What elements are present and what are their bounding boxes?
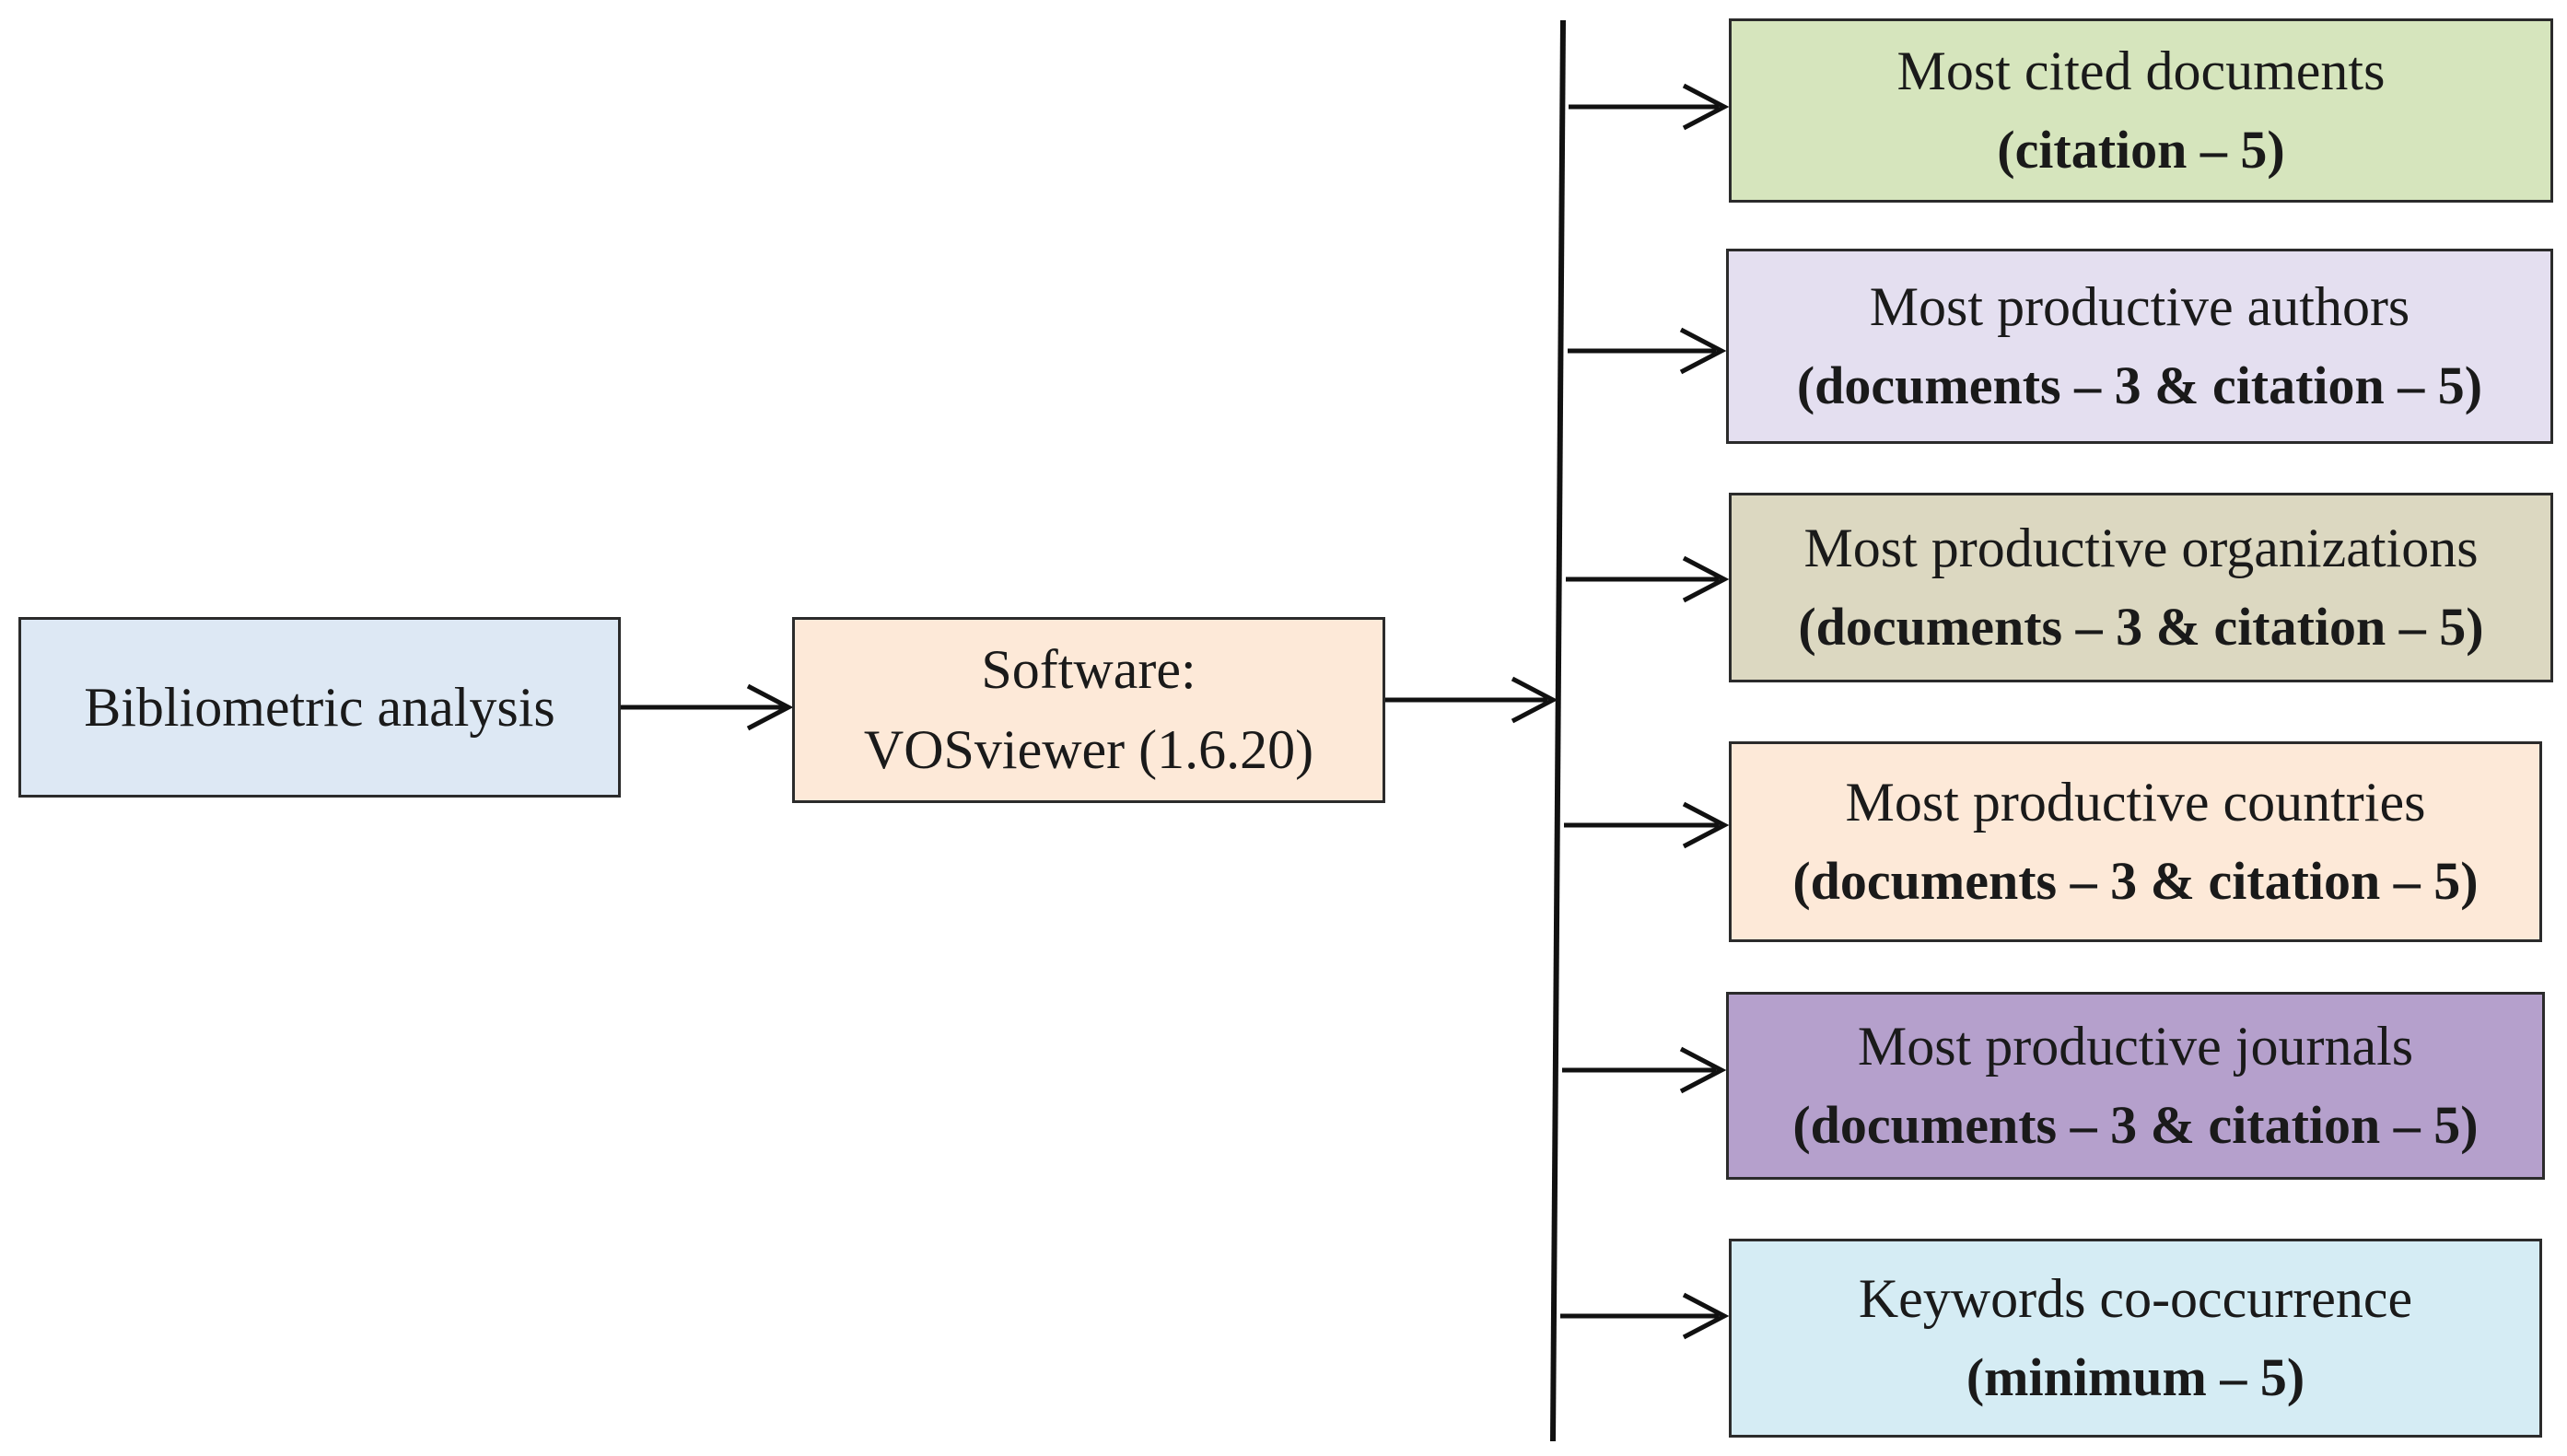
arrowhead-output-4: [1682, 801, 1730, 849]
arrowhead-output-5: [1679, 1046, 1727, 1094]
software-label: Software:: [981, 639, 1196, 700]
arrowhead-source-to-software: [746, 683, 794, 731]
output-box-keywords-co-occurrence: Keywords co-occurrence (minimum – 5): [1729, 1239, 2542, 1438]
output-criteria: (minimum – 5): [1966, 1347, 2305, 1408]
output-criteria: (documents – 3 & citation – 5): [1796, 355, 2483, 416]
output-title: Most productive countries: [1845, 772, 2426, 833]
arrowhead-output-3: [1682, 555, 1730, 603]
output-criteria: (documents – 3 & citation – 5): [1798, 597, 2484, 658]
output-criteria: (documents – 3 & citation – 5): [1792, 1095, 2479, 1156]
software-box: Software: VOSviewer (1.6.20): [792, 617, 1385, 803]
arrowhead-output-6: [1682, 1292, 1730, 1340]
bibliometric-analysis-box: Bibliometric analysis: [18, 617, 621, 798]
software-name-version: VOSviewer (1.6.20): [863, 719, 1314, 780]
output-title: Keywords co-occurrence: [1858, 1268, 2413, 1330]
output-box-most-productive-countries: Most productive countries (documents – 3…: [1729, 741, 2542, 942]
output-title: Most productive journals: [1857, 1016, 2414, 1077]
output-title: Most productive authors: [1869, 276, 2410, 338]
output-criteria: (documents – 3 & citation – 5): [1792, 851, 2479, 912]
output-box-most-productive-journals: Most productive journals (documents – 3 …: [1726, 992, 2545, 1180]
output-title: Most productive organizations: [1803, 518, 2479, 579]
output-criteria: (citation – 5): [1997, 120, 2285, 181]
arrowhead-software-to-bus: [1511, 676, 1558, 724]
output-box-most-productive-authors: Most productive authors (documents – 3 &…: [1726, 249, 2553, 444]
output-title: Most cited documents: [1896, 41, 2386, 102]
arrowhead-output-1: [1682, 83, 1730, 131]
output-box-most-productive-organizations: Most productive organizations (documents…: [1729, 493, 2553, 682]
bibliometric-analysis-label: Bibliometric analysis: [84, 676, 555, 738]
output-box-most-cited-documents: Most cited documents (citation – 5): [1729, 18, 2553, 203]
arrowhead-output-2: [1679, 327, 1727, 375]
vertical-bus-line: [1550, 19, 1566, 1442]
